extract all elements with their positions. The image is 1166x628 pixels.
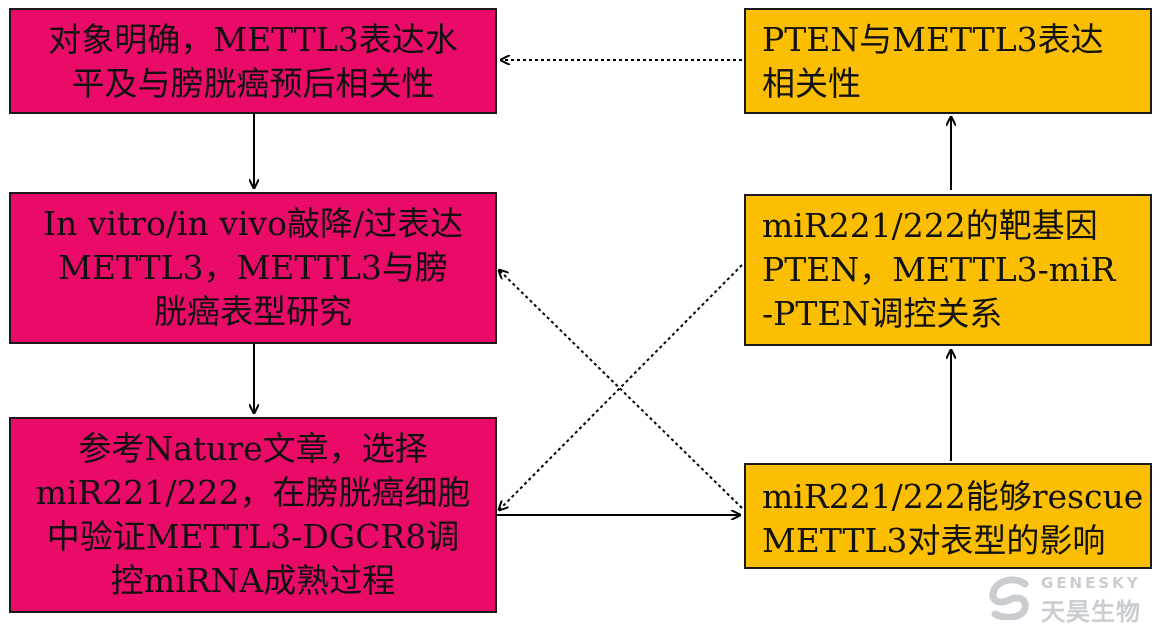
- box-target-pten: miR221/222的靶基因 PTEN，METTL3-miR -PTEN调控关系: [744, 194, 1152, 346]
- box-rescue: miR221/222能够rescue METTL3对表型的影响: [744, 463, 1152, 569]
- box-phenotype-study: In vitro/in vivo敲降/过表达 METTL3，METTL3与膀 胱…: [9, 192, 497, 344]
- logo-text-cn: 天昊生物: [1041, 598, 1141, 626]
- box-pten-correlation: PTEN与METTL3表达 相关性: [744, 8, 1152, 114]
- logo-text-en: GENESKY: [1041, 574, 1141, 592]
- genesky-swirl-icon: [989, 576, 1029, 620]
- box-clinical-correlation: 对象明确，METTL3表达水 平及与膀胱癌预后相关性: [9, 8, 497, 114]
- dotted-arrow-rescue-to-phenotype: [499, 270, 743, 509]
- box-mechanism-dgcr8: 参考Nature文章，选择 miR221/222，在膀胱癌细胞 中验证METTL…: [9, 417, 497, 613]
- genesky-logo: GENESKY 天昊生物: [985, 572, 1155, 626]
